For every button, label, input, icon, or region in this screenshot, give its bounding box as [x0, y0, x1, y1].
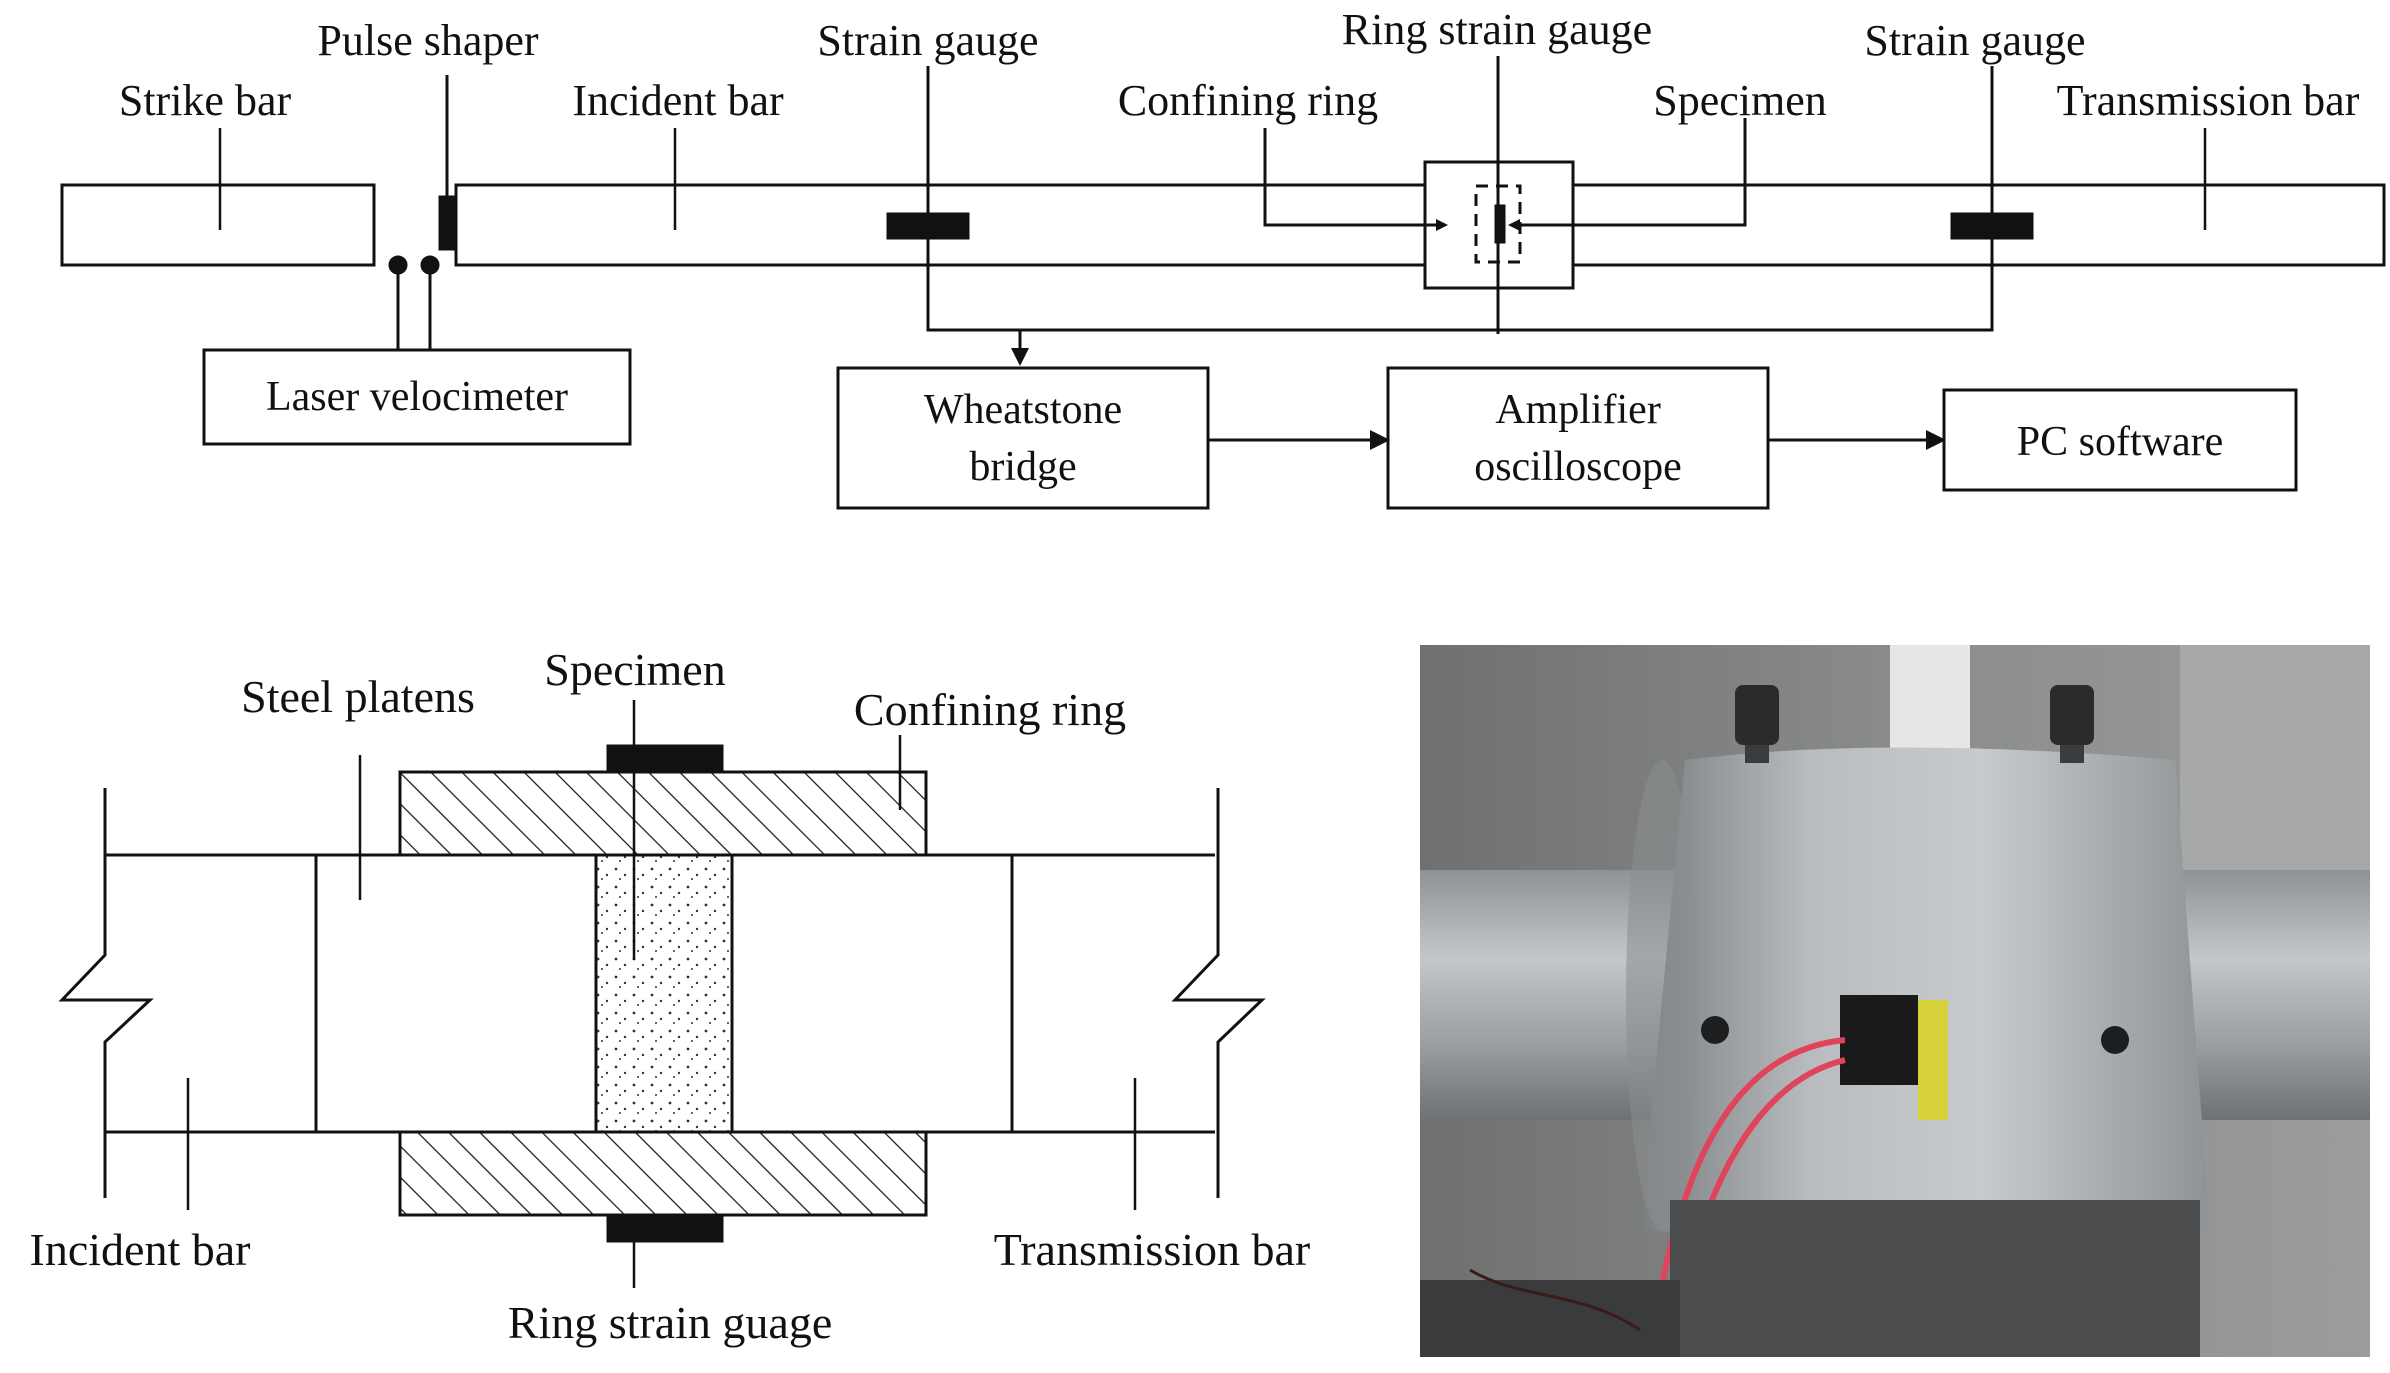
label-transmission-bar-bottom: Transmission bar: [994, 1224, 1311, 1275]
photo-confining-ring: [1640, 747, 2210, 1240]
box-label-amplifier-1: Amplifier: [1495, 387, 1661, 433]
label-incident-bar: Incident bar: [572, 76, 784, 125]
photo-bolt-right: [2050, 685, 2094, 745]
photo-bolt-left-shank: [1745, 745, 1769, 763]
label-strike-bar: Strike bar: [119, 76, 292, 125]
strain-gauge-right: [1950, 212, 2034, 240]
transmission-bar-break-line: [1171, 788, 1266, 1198]
label-specimen-bottom: Specimen: [544, 644, 725, 695]
laser-velocimeter-box: [202, 348, 632, 446]
strike-bar: [60, 183, 376, 267]
confining-ring-top: [398, 770, 928, 857]
confining-ring-bottom: [398, 1130, 928, 1217]
ring-gauge-mark: [1494, 204, 1506, 244]
amplifier-oscilloscope-box: [1386, 366, 1770, 510]
amp-pc-arrow: [1926, 430, 1946, 450]
label-ring-strain-guage-bottom: Ring strain guage: [508, 1297, 833, 1348]
top-labels: Strike bar Pulse shaper Incident bar Str…: [119, 5, 2360, 490]
incident-bar-break-line: [58, 788, 154, 1198]
photo-gauge-tab: [1918, 1000, 1948, 1120]
box-label-laser-velocimeter: Laser velocimeter: [266, 374, 568, 420]
photo-bolt-left: [1735, 685, 1779, 745]
photo-bolt-right-shank: [2060, 745, 2084, 763]
box-label-wheatstone-2: bridge: [969, 444, 1076, 490]
photo-wire-1: [1647, 1037, 1846, 1351]
specimen-leader: [1520, 118, 1747, 227]
label-incident-bar-bottom: Incident bar: [30, 1224, 251, 1275]
label-steel-platens: Steel platens: [241, 671, 475, 722]
confining-ring-leader: [1263, 128, 1436, 227]
photo-wall-light: [2180, 645, 2370, 875]
label-strain-gauge-left: Strain gauge: [817, 16, 1038, 65]
label-specimen: Specimen: [1653, 76, 1827, 125]
bridge-amp-arrow: [1370, 430, 1390, 450]
ring-gauge-bottom: [606, 1213, 724, 1243]
photo-table: [1420, 1280, 1680, 1357]
specimen-arrow: [1508, 219, 1520, 231]
apparatus-photo: [1420, 645, 2370, 1357]
label-ring-strain-gauge: Ring strain gauge: [1342, 5, 1652, 54]
confining-ring-arrow: [1436, 219, 1448, 231]
cross-section-labels: Steel platens Specimen Confining ring In…: [30, 644, 1311, 1348]
photo-ring-edge: [1626, 760, 1698, 1230]
label-strain-gauge-right: Strain gauge: [1864, 16, 2085, 65]
photo-support-block: [1670, 1200, 2200, 1357]
specimen-section: [594, 853, 734, 1134]
box-label-wheatstone-1: Wheatstone: [924, 387, 1122, 433]
photo-hole-right: [2101, 1026, 2129, 1054]
pulse-shaper: [438, 195, 456, 251]
label-confining-ring: Confining ring: [1118, 76, 1378, 125]
cross-section: [58, 700, 1266, 1288]
wheatstone-bridge-box: [836, 366, 1210, 510]
photo-gauge-block: [1840, 995, 1918, 1085]
photo-hole-left: [1701, 1016, 1729, 1044]
box-label-pc-software: PC software: [2017, 419, 2223, 465]
photo-thin-wire: [1469, 1268, 1641, 1332]
strain-gauge-left: [886, 212, 970, 240]
box-label-amplifier-2: oscilloscope: [1474, 444, 1682, 490]
label-confining-ring-bottom: Confining ring: [854, 684, 1126, 735]
signal-bus: [926, 238, 1994, 332]
label-transmission-bar: Transmission bar: [2057, 76, 2360, 125]
top-schematic: [60, 56, 2386, 510]
label-pulse-shaper: Pulse shaper: [317, 16, 539, 65]
ring-gauge-top: [606, 744, 724, 774]
bus-arrow: [1011, 348, 1029, 366]
